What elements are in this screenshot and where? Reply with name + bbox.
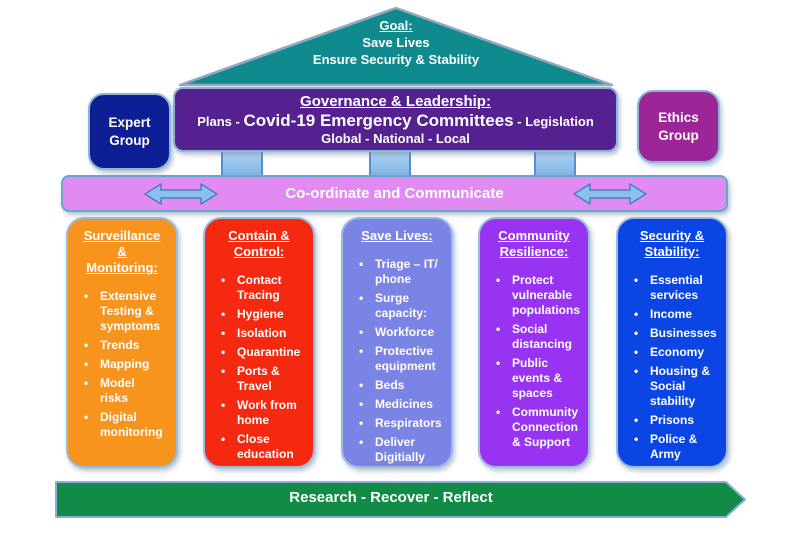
bullet-item: Public events & spaces [494, 356, 578, 401]
governance-line-2: Plans - Covid-19 Emergency Committees - … [175, 111, 616, 131]
bullet-item: Close education [219, 432, 303, 462]
pillar-bullet-list: Triage – IT/ phoneSurge capacity: Workfor… [353, 257, 442, 465]
bullet-item: Triage – IT/ phone [357, 257, 441, 287]
bullet-item: Income [632, 307, 716, 322]
governance-legislation: - Legislation [513, 114, 594, 129]
bullet-item: Mapping [82, 357, 166, 372]
ethics-group-box: Ethics Group [637, 90, 720, 163]
bullet-item: Hygiene [219, 307, 303, 322]
double-arrow-icon [144, 183, 218, 205]
coordinate-bar-label: Co-ordinate and Communicate [285, 185, 504, 202]
pillar-title: Contain & Control: [228, 228, 290, 259]
bullet-item: Police & Army [632, 432, 716, 462]
bullet-item: Economy [632, 345, 716, 360]
bullet-item: Prisons [632, 413, 716, 428]
process-arrow-label: Research - Recover - Reflect [289, 489, 493, 506]
bullet-item: Quarantine [219, 345, 303, 360]
bullet-item: Isolation [219, 326, 303, 341]
goal-heading: Goal: [379, 18, 413, 33]
expert-group-box: Expert Group [88, 93, 171, 170]
bullet-item: Model risks [82, 376, 166, 406]
goal-line-2: Ensure Security & Stability [312, 52, 480, 67]
governance-plans: Plans - [197, 114, 244, 129]
pillar-bullet-list: Protect vulnerable populationsSocial dis… [490, 273, 580, 450]
bullet-item: Respirators [357, 416, 442, 431]
pillar-bullet-list: Essential servicesIncomeBusinessesEconom… [628, 273, 717, 462]
double-arrow-shape [573, 183, 647, 205]
bullet-item: Workforce [357, 325, 441, 340]
governance-line-3: Global - National - Local [321, 131, 470, 146]
bullet-item: Social distancing [494, 322, 578, 352]
bullet-item: Ports & Travel [219, 364, 303, 394]
bullet-item: Medicines [357, 397, 441, 412]
bullet-item: Contact Tracing [219, 273, 303, 303]
bullet-item: Businesses [632, 326, 717, 341]
pillar-title: Security & Stability: [639, 228, 705, 259]
bullet-item: Protective equipment [357, 344, 441, 374]
double-arrow-icon [573, 183, 647, 205]
goal-roof-shape [178, 6, 614, 87]
bullet-item: Extensive Testing & symptoms [82, 289, 166, 334]
bullet-item: Essential services [632, 273, 716, 303]
goal-line-1: Save Lives [362, 35, 430, 50]
governance-committees: Covid-19 Emergency Committees [243, 111, 514, 130]
process-arrow-shape [55, 481, 746, 518]
governance-title: Governance & Leadership: [300, 93, 491, 110]
pillar-bullet-list: Extensive Testing & symptomsTrendsMappin… [78, 289, 166, 440]
bullet-item: Housing & Social stability [632, 364, 716, 409]
process-arrow [55, 481, 746, 518]
bullet-item: Community Connection & Support [494, 405, 578, 450]
bullet-item: Digital monitoring [82, 410, 166, 440]
pillar-security-stability: Security & Stability: Essential services… [616, 217, 728, 468]
pillar-contain-control: Contain & Control: Contact TracingHygien… [203, 217, 315, 468]
pillar-title: Surveillance & Monitoring: [83, 228, 161, 275]
pillar-surveillance-monitoring: Surveillance & Monitoring: Extensive Tes… [66, 217, 178, 468]
bullet-item: Trends [82, 338, 166, 353]
bullet-item: Deliver Digitially [357, 435, 441, 465]
pillar-community-resilience: Community Resilience: Protect vulnerable… [478, 217, 590, 468]
pillar-title: Save Lives: [361, 228, 433, 243]
bullet-item: Beds [357, 378, 441, 393]
pillar-bullet-list: Contact TracingHygieneIsolationQuarantin… [215, 273, 303, 462]
bullet-item: Protect vulnerable populations [494, 273, 580, 318]
pillar-title: Community Resilience: [498, 228, 570, 259]
pillar-save-lives: Save Lives: Triage – IT/ phoneSurge capa… [341, 217, 453, 468]
goal-text-block: Goal: Save Lives Ensure Security & Stabi… [276, 17, 516, 68]
bullet-item: Surge capacity: [357, 291, 441, 321]
governance-box: Governance & Leadership: Plans - Covid-1… [173, 87, 618, 152]
bullet-item: Work from home [219, 398, 303, 428]
goal-triangle [178, 6, 614, 87]
double-arrow-shape [144, 183, 218, 205]
